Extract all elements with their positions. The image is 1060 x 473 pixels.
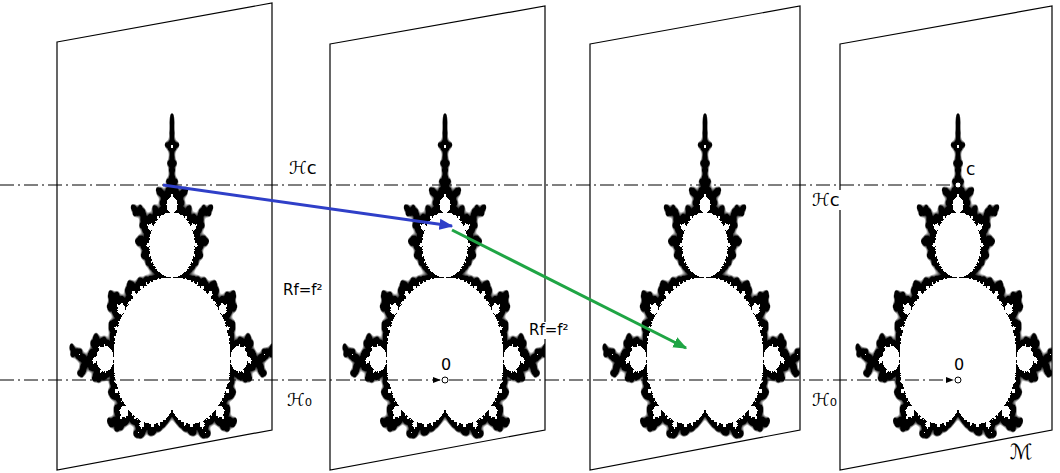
line-label: ℋc <box>287 158 319 178</box>
parameter-point <box>955 182 961 188</box>
set-label: ℳ <box>1008 441 1034 464</box>
renormalization-arrow <box>163 185 452 226</box>
point-label: c <box>964 160 977 179</box>
mandelbrot-set <box>52 0 292 473</box>
hyperbolic-line <box>0 380 440 381</box>
parameter-plane <box>585 0 825 473</box>
point-label: 0 <box>439 356 453 374</box>
line-label: ℋ₀ <box>810 390 839 410</box>
mandelbrot-set <box>325 0 565 473</box>
mandelbrot-set <box>838 0 1060 473</box>
map-label: Rf=f² <box>527 322 571 339</box>
origin-point <box>955 377 961 383</box>
renormalization-arrow <box>452 230 686 348</box>
hyperbolic-line <box>0 185 954 186</box>
hyperbolic-line <box>449 380 953 381</box>
parameter-plane <box>838 0 1060 473</box>
parameter-plane <box>52 0 292 473</box>
mandelbrot-set <box>585 0 825 473</box>
line-label: ℋc <box>810 190 842 210</box>
line-label: ℋ₀ <box>285 390 314 410</box>
map-label: Rf=f² <box>281 282 325 299</box>
origin-point <box>442 377 448 383</box>
point-label: 0 <box>952 356 966 374</box>
parameter-plane <box>325 0 565 473</box>
